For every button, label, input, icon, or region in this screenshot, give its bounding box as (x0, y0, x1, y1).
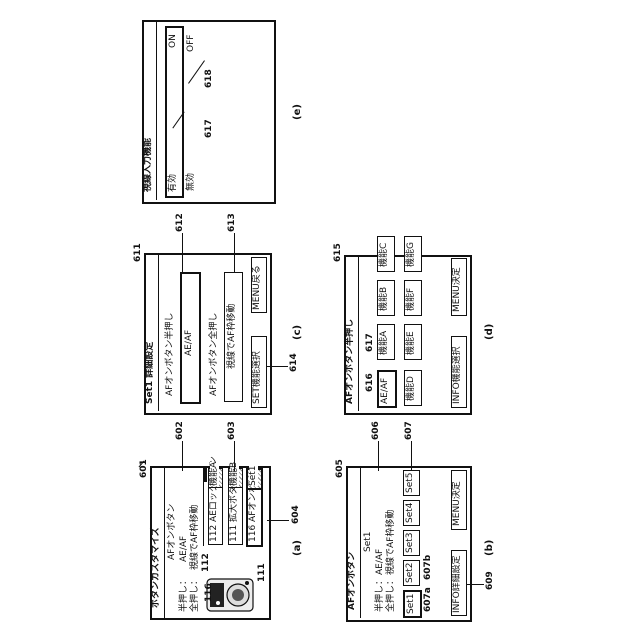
badge-func-a: 機能A (208, 468, 223, 488)
caption-c: (c) (293, 325, 303, 340)
ref-612: 612 (176, 213, 185, 232)
ref-602: 602 (176, 421, 185, 440)
ref-111: 111 (258, 563, 267, 582)
panel-e-title: 視線入力機能 (144, 138, 153, 192)
leader-604 (267, 520, 289, 521)
ref-606: 606 (372, 421, 381, 440)
leader-607 (411, 441, 412, 471)
ref-603: 603 (228, 421, 237, 440)
ref-611: 611 (134, 243, 143, 262)
panel-e-screen (142, 20, 276, 204)
full-press-field[interactable]: 視線でAF枠移動 (224, 272, 243, 402)
panel-b-value-half: AE/AF (376, 549, 385, 575)
panel-b-set-label: Set1 (364, 531, 373, 552)
panel-a-value-full: 視線でAF枠移動 (191, 505, 200, 570)
ref-617-d: 617 (366, 333, 375, 352)
leader-609 (466, 584, 484, 585)
panel-a-list-item-1: 112 AEロックボタン (208, 486, 223, 545)
ref-112: 112 (202, 553, 211, 572)
ref-607a: 607a (424, 587, 433, 612)
func-c[interactable]: 機能C (377, 236, 395, 272)
panel-b-value-full: 視線でAF枠移動 (387, 510, 396, 575)
option-enable[interactable]: 有効 ON (165, 26, 184, 198)
ref-604: 604 (292, 505, 301, 524)
caption-b: (b) (485, 540, 495, 556)
panel-b-title-rule (360, 466, 361, 618)
ref-614: 614 (290, 353, 299, 372)
set4-button[interactable]: Set4 (403, 500, 420, 526)
panel-c-title-rule (158, 253, 159, 411)
panel-a-scrollbar (203, 466, 207, 482)
ref-607: 607 (405, 421, 414, 440)
ref-617-e: 617 (205, 119, 214, 138)
func-e[interactable]: 機能E (404, 324, 422, 360)
ref-616: 616 (366, 373, 375, 392)
set3-button[interactable]: Set3 (403, 530, 420, 556)
panel-b-label-full: 全押し： (387, 576, 396, 612)
panel-a-title-rule (164, 466, 165, 618)
info-func-select-button[interactable]: INFO機能選択 (451, 336, 467, 408)
leader-606 (378, 441, 379, 471)
ref-613: 613 (228, 213, 237, 232)
ref-607b: 607b (424, 555, 433, 580)
caption-e: (e) (293, 104, 303, 120)
panel-a-value-half: AE/AF (180, 536, 189, 562)
badge-func-b: 機能B (228, 468, 243, 488)
panel-c-title: Set1 詳細設定 (146, 342, 155, 404)
panel-a-label-full: 全押し： (191, 576, 200, 612)
leader-614 (266, 366, 288, 367)
panel-b-label-half: 半押し： (376, 576, 385, 612)
panel-b-title: AFオンボタン (348, 552, 357, 610)
leader-603 (234, 441, 235, 471)
panel-a-title: ボタンカスタマイズ (152, 527, 161, 608)
panel-d-title: AFオンボタン半押し (346, 319, 355, 404)
option-disable[interactable]: 無効 OFF (184, 26, 201, 196)
func-g[interactable]: 機能G (404, 236, 422, 272)
panel-a-list-item-3-selected: 116 AFオンボタン (246, 486, 263, 547)
ref-116: 116 (205, 583, 214, 602)
ref-618: 618 (205, 69, 214, 88)
func-ae-af[interactable]: AE/AF (377, 370, 397, 408)
func-f[interactable]: 機能F (404, 280, 422, 316)
leader-612 (182, 233, 183, 273)
leader-613 (234, 233, 235, 273)
leader-602 (182, 441, 183, 471)
panel-d-title-rule (358, 255, 359, 411)
set2-button[interactable]: Set2 (403, 560, 420, 586)
panel-a-label-half: 半押し： (180, 576, 189, 612)
info-detail-button[interactable]: INFO詳細設定 (451, 550, 467, 616)
panel-e-title-rule (156, 20, 157, 200)
caption-a: (a) (293, 540, 303, 556)
func-b[interactable]: 機能B (377, 280, 395, 316)
ref-605: 605 (336, 459, 345, 478)
menu-back-button[interactable]: MENU戻る (251, 257, 267, 313)
half-press-field[interactable]: AE/AF (180, 272, 201, 404)
ref-609: 609 (486, 571, 495, 590)
set5-button[interactable]: Set5 (403, 470, 420, 496)
ref-615: 615 (334, 243, 343, 262)
set-func-select-button[interactable]: SET機能選択 (251, 336, 267, 408)
menu-confirm-button-b[interactable]: MENU決定 (451, 470, 467, 530)
panel-c-half-label: AFオンボタン半押し (166, 313, 175, 396)
func-d[interactable]: 機能D (404, 370, 422, 406)
badge-set1: Set1 (246, 468, 263, 490)
set1-button[interactable]: Set1 (403, 590, 422, 618)
panel-a-list-item-2: 111 拡大ボタン (228, 486, 243, 545)
func-a[interactable]: 機能A (377, 324, 395, 360)
caption-d: (d) (485, 324, 495, 340)
panel-a-line1: AFオンボタン (168, 504, 177, 560)
menu-confirm-button-d[interactable]: MENU決定 (451, 258, 467, 316)
panel-c-full-label: AFオンボタン全押し (210, 313, 219, 396)
